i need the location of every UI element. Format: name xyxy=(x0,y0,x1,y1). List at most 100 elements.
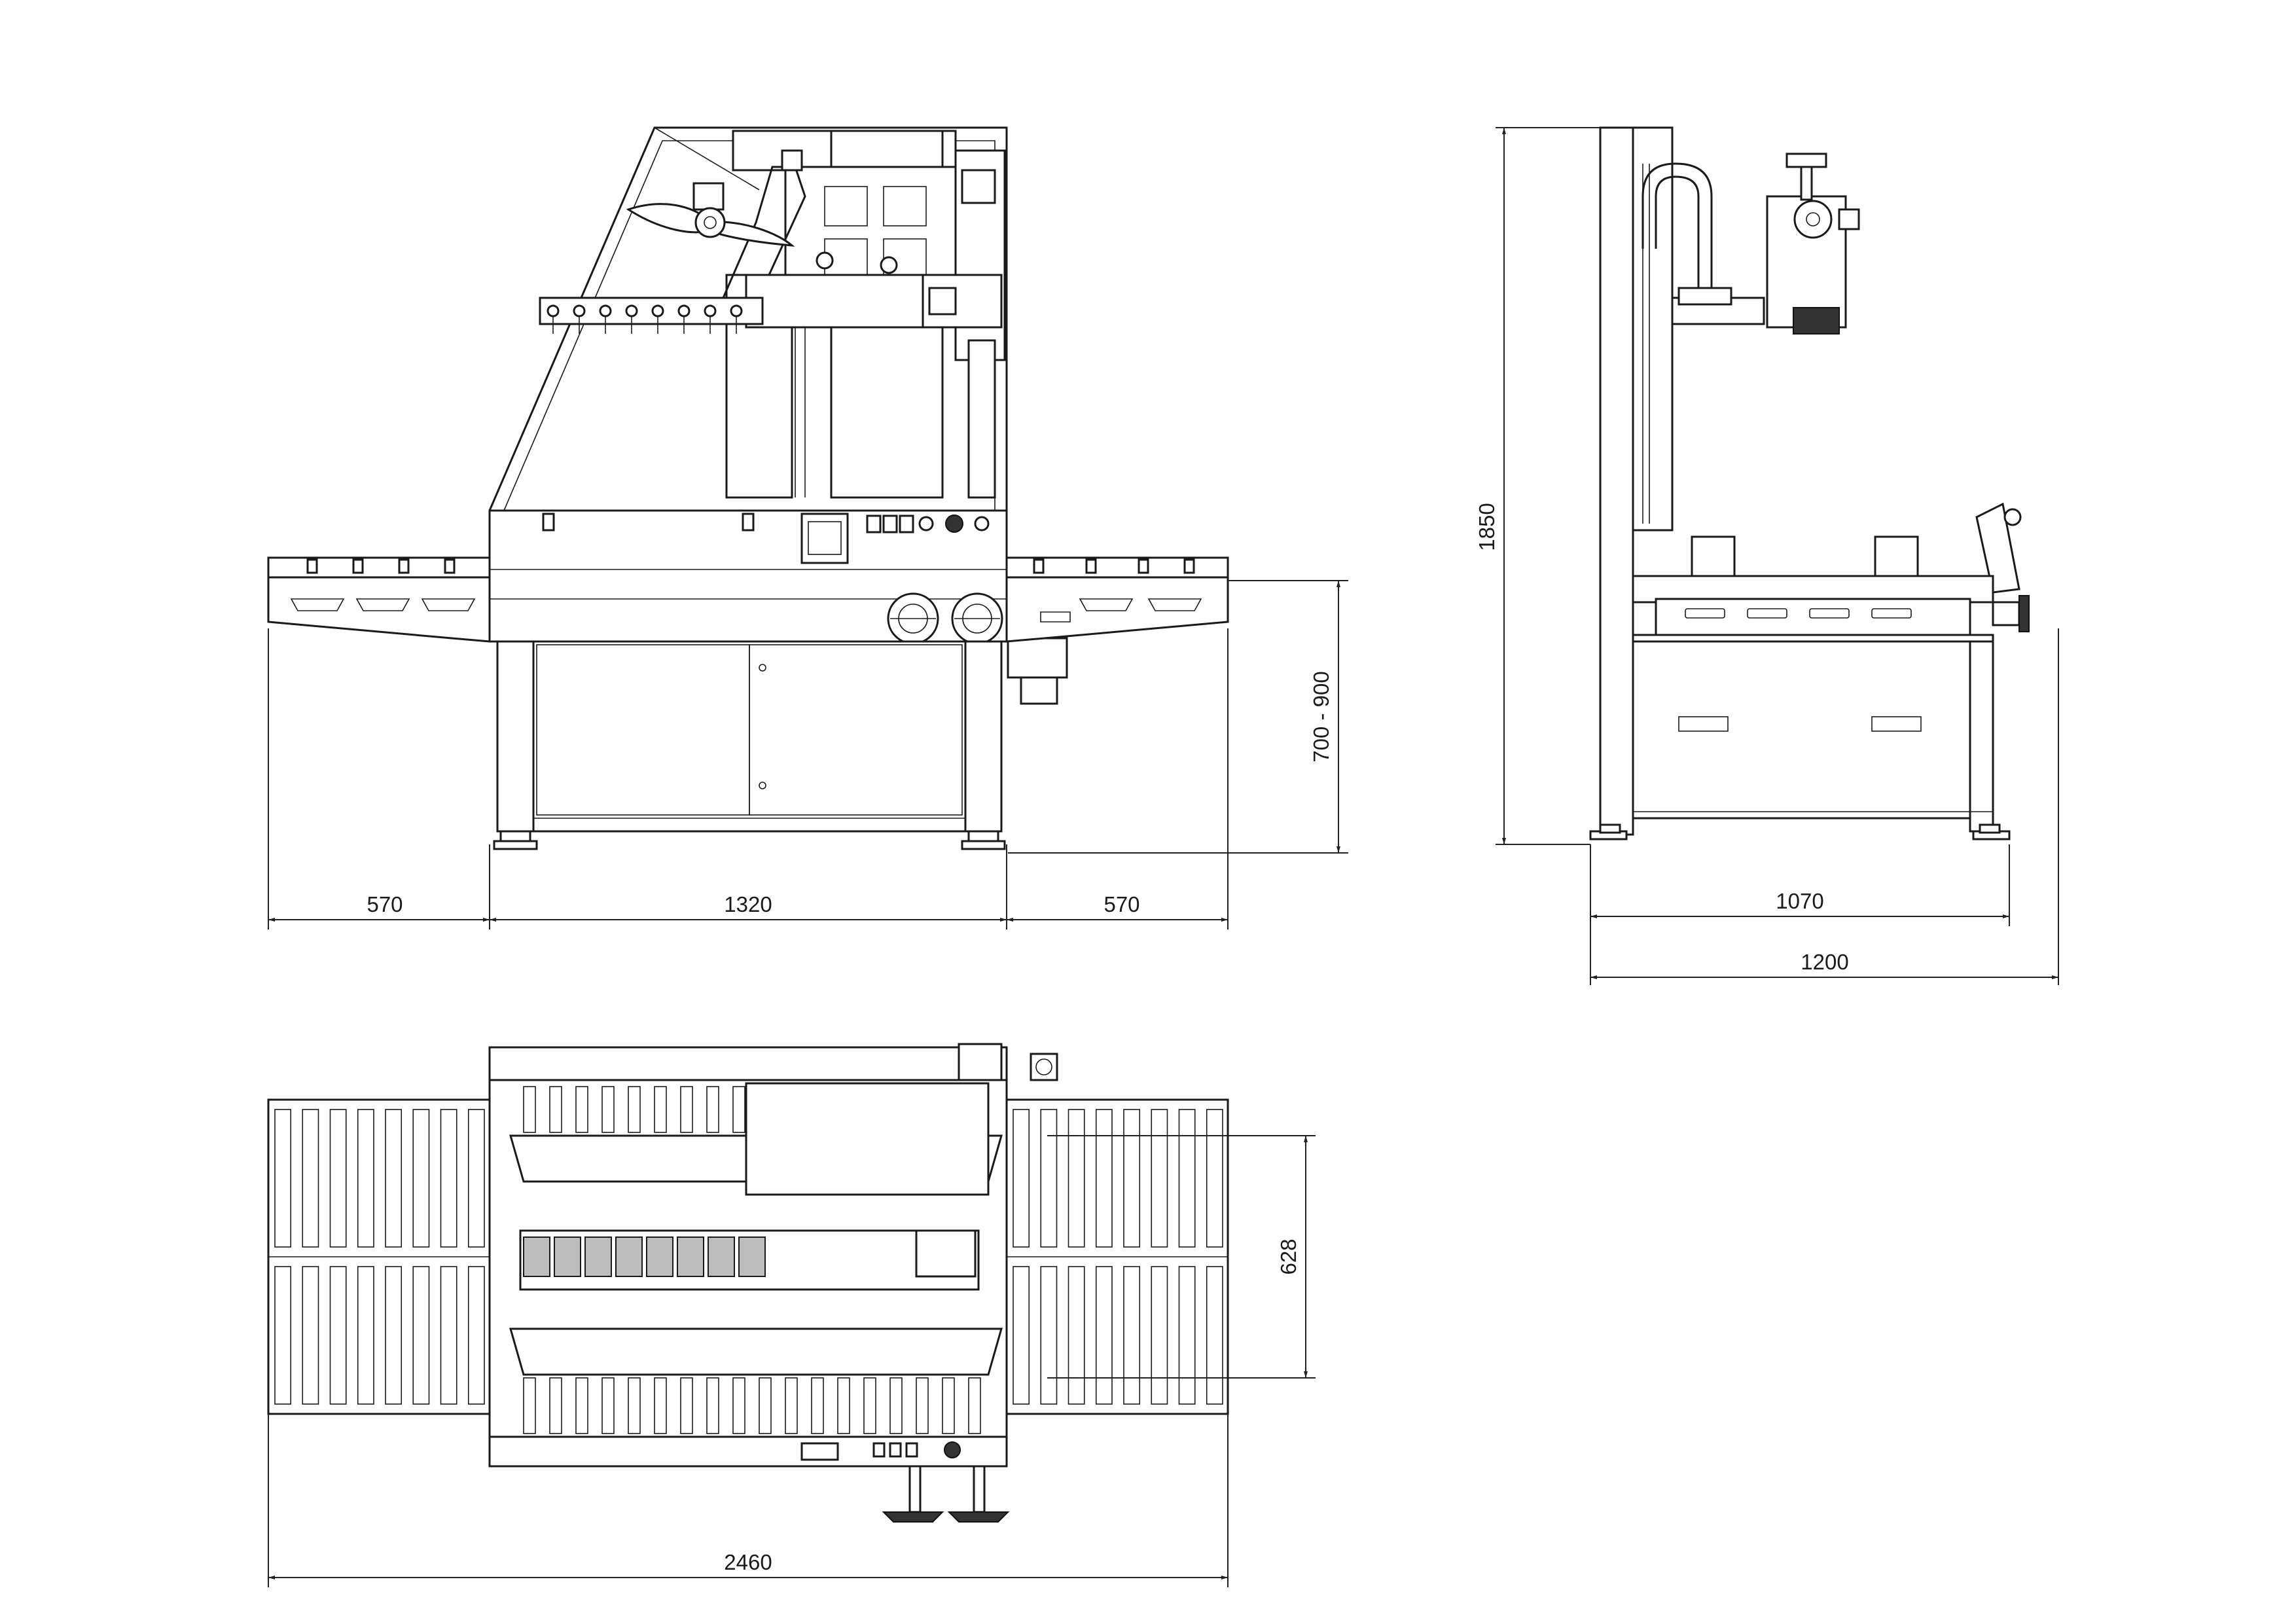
front-handwheel-right xyxy=(951,592,1003,645)
top-guide-lower xyxy=(509,1327,1003,1376)
side-conveyor-belt xyxy=(1655,598,1971,636)
front-tape-head xyxy=(745,274,924,329)
roller xyxy=(467,1109,485,1248)
dim-side-base-depth: 1070 xyxy=(1776,889,1823,913)
roller xyxy=(1178,1109,1196,1248)
roller xyxy=(274,1109,292,1248)
roller xyxy=(575,1086,588,1133)
roller xyxy=(1151,1266,1168,1405)
roller xyxy=(385,1109,403,1248)
front-left-conveyor xyxy=(267,556,491,643)
flap-cell xyxy=(584,1236,612,1277)
dim-front-machine-width: 1320 xyxy=(724,892,772,916)
top-tape-carriage xyxy=(745,1082,990,1196)
roller xyxy=(412,1109,430,1248)
flap-cell xyxy=(738,1236,766,1277)
side-handle-right xyxy=(1871,716,1922,732)
emergency-stop-icon xyxy=(945,514,963,533)
roller xyxy=(863,1377,876,1434)
roller xyxy=(385,1266,403,1405)
side-motor-right xyxy=(1874,535,1919,577)
roller xyxy=(412,1266,430,1405)
roller xyxy=(440,1266,457,1405)
flap-cell xyxy=(677,1236,704,1277)
roller xyxy=(1067,1266,1085,1405)
dim-top-total-length: 2460 xyxy=(724,1550,772,1574)
roller xyxy=(628,1377,641,1434)
side-handle-left xyxy=(1678,716,1729,732)
roller xyxy=(1095,1109,1113,1248)
roller xyxy=(601,1377,615,1434)
roller xyxy=(1013,1109,1030,1248)
front-foot-right xyxy=(961,840,1006,850)
roller xyxy=(706,1377,719,1434)
dim-side-total-depth: 1200 xyxy=(1801,950,1848,974)
roller xyxy=(357,1109,374,1248)
front-upper-frame xyxy=(488,126,1008,511)
front-handwheel-left xyxy=(887,592,939,645)
side-view: 1850 1070 1200 xyxy=(1475,126,2059,985)
roller xyxy=(680,1086,693,1133)
roller xyxy=(440,1109,457,1248)
top-display-screen xyxy=(800,1442,839,1461)
roller xyxy=(811,1377,824,1434)
roller xyxy=(302,1109,319,1248)
side-motor-left xyxy=(1691,535,1736,577)
top-right-conveyor xyxy=(1005,1098,1229,1415)
roller xyxy=(1040,1266,1058,1405)
roller xyxy=(601,1086,615,1133)
flap-cell xyxy=(646,1236,673,1277)
roller xyxy=(329,1109,347,1248)
front-dimensions: 570 1320 570 700 - 900 xyxy=(268,580,1348,929)
dim-front-working-height: 700 - 900 xyxy=(1309,671,1333,762)
roller xyxy=(706,1086,719,1133)
roller xyxy=(575,1377,588,1434)
roller xyxy=(523,1086,536,1133)
front-right-conveyor xyxy=(1005,556,1229,643)
top-flap-cells xyxy=(523,1236,766,1277)
roller xyxy=(654,1086,667,1133)
roller xyxy=(785,1377,798,1434)
roller xyxy=(1040,1109,1058,1248)
roller xyxy=(1206,1266,1223,1405)
side-handwheel-icon xyxy=(2018,595,2030,632)
flap-cell xyxy=(523,1236,550,1277)
roller xyxy=(628,1086,641,1133)
roller xyxy=(732,1086,745,1133)
roller xyxy=(1123,1109,1141,1248)
roller xyxy=(968,1377,981,1434)
roller xyxy=(1013,1266,1030,1405)
side-control-lever xyxy=(1975,502,2020,594)
roller xyxy=(1206,1109,1223,1248)
top-handwheel-left xyxy=(882,1465,944,1523)
roller xyxy=(1178,1266,1196,1405)
roller xyxy=(680,1377,693,1434)
side-base-cabinet xyxy=(1632,640,1994,820)
roller xyxy=(654,1377,667,1434)
flap-cell xyxy=(708,1236,735,1277)
roller xyxy=(549,1377,562,1434)
roller xyxy=(732,1377,745,1434)
flap-cell xyxy=(554,1236,581,1277)
dim-front-right-conveyor: 570 xyxy=(1103,892,1139,916)
front-cabinet-door-right xyxy=(749,644,963,816)
front-view: 570 1320 570 700 - 900 xyxy=(267,126,1348,929)
top-view: 628 2460 xyxy=(267,1043,1316,1587)
roller xyxy=(1095,1266,1113,1405)
roller xyxy=(889,1377,903,1434)
side-dimensions: 1850 1070 1200 xyxy=(1475,127,2059,985)
top-motor-icon xyxy=(1030,1053,1058,1081)
roller xyxy=(302,1266,319,1405)
roller xyxy=(942,1377,955,1434)
dim-top-passage-width: 628 xyxy=(1276,1238,1300,1274)
top-dimensions: 628 2460 xyxy=(268,1135,1316,1587)
roller xyxy=(916,1377,929,1434)
roller xyxy=(1151,1109,1168,1248)
roller xyxy=(523,1377,536,1434)
front-foot-left xyxy=(493,840,538,850)
roller xyxy=(1067,1109,1085,1248)
front-motor-box xyxy=(1007,637,1068,679)
dim-side-height: 1850 xyxy=(1475,503,1499,550)
roller xyxy=(1123,1266,1141,1405)
